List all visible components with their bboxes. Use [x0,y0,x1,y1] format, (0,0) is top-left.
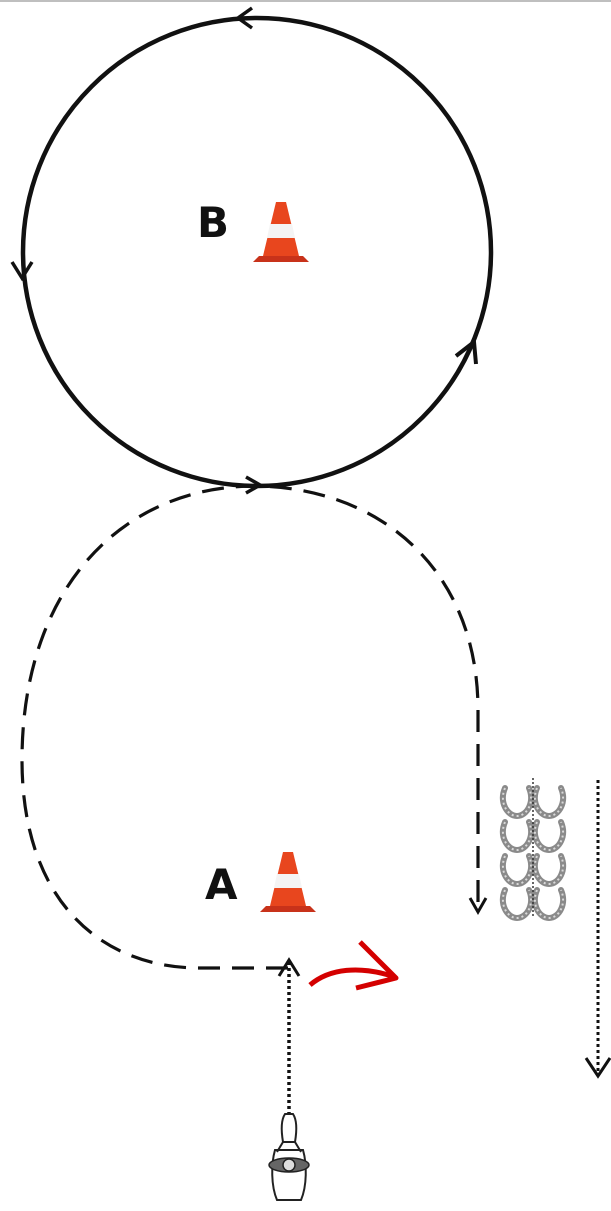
circle-arrow-bottom [245,475,264,495]
top-border [0,0,611,2]
entry-arrow-head [277,957,301,977]
cone-a-icon [260,852,316,912]
cone-b-icon [253,202,309,262]
horseshoe-nail-holes [533,821,565,852]
red-arrow-head [355,940,399,991]
circle-arrow-left [10,261,34,282]
right-arrow-head [584,1057,611,1079]
horseshoe-nail-holes [501,855,533,886]
red-curved-arrow [308,967,393,987]
dashed-loop-path [20,484,480,970]
label-a: A [205,860,238,909]
horseshoe-nail-holes [501,889,533,920]
horseshoe-grid [499,785,567,922]
horseshoe-nail-holes [533,855,565,886]
dashed-loop-arrow [468,897,488,916]
circle-path-b [20,15,494,489]
horse-rider-icon [268,1113,310,1201]
label-b: B [197,198,229,247]
horseshoe-nail-holes [533,889,565,920]
circle-arrow-top [234,6,254,30]
circle-arrow-right [454,338,478,365]
horseshoe-nail-holes [501,787,533,818]
horseshoe-nail-holes [501,821,533,852]
horseshoe-nail-holes [533,787,565,818]
